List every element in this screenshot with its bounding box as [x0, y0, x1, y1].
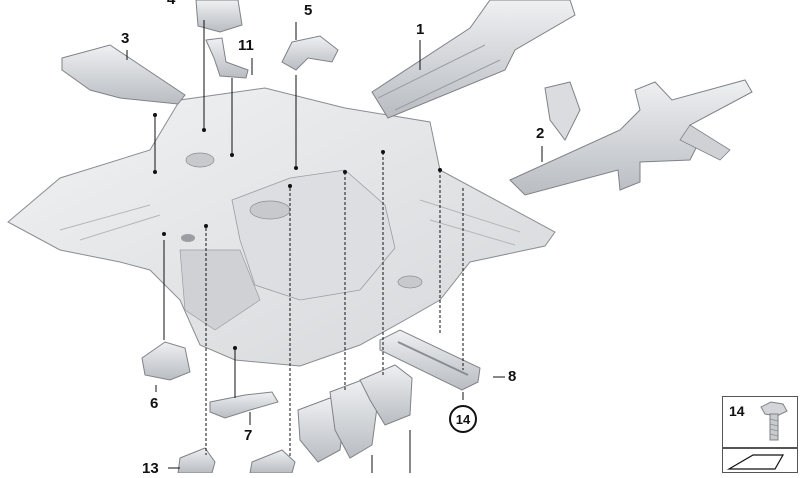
callout-8: 8	[508, 368, 517, 385]
callout-7: 7	[244, 427, 253, 444]
part-8-plate	[379, 329, 481, 391]
inset-symbol-icon	[726, 454, 785, 470]
part-11-bracket	[205, 37, 249, 79]
callout-1: 1	[416, 21, 425, 38]
callout-2: 2	[536, 125, 545, 142]
callout-11: 11	[238, 37, 254, 54]
part-5-bracket	[281, 35, 339, 71]
floor-pan	[7, 87, 556, 367]
part-4-cup	[195, 0, 243, 33]
part-6-bracket	[141, 341, 191, 381]
inset-box-label-14: 14	[729, 403, 745, 419]
leader-lines-dashed	[205, 152, 464, 458]
part-1-rail	[371, 0, 576, 119]
part-3-bracket	[61, 44, 186, 105]
inset-box-symbol	[722, 448, 798, 473]
leader-dots	[153, 113, 442, 350]
inset-box-bolt: 14	[722, 396, 798, 448]
callout-5: 5	[304, 2, 313, 19]
callout-3: 3	[121, 30, 130, 47]
callout-6: 6	[150, 395, 159, 412]
leader-lines	[126, 20, 543, 473]
bolt-icon	[760, 401, 788, 441]
callout-4: 4	[167, 0, 175, 7]
lower-parts	[177, 364, 413, 474]
part-7-bracket	[209, 391, 279, 419]
callout-14-circled: 14	[449, 405, 477, 433]
callout-13: 13	[142, 460, 159, 477]
part-2-crossmember	[509, 79, 753, 196]
